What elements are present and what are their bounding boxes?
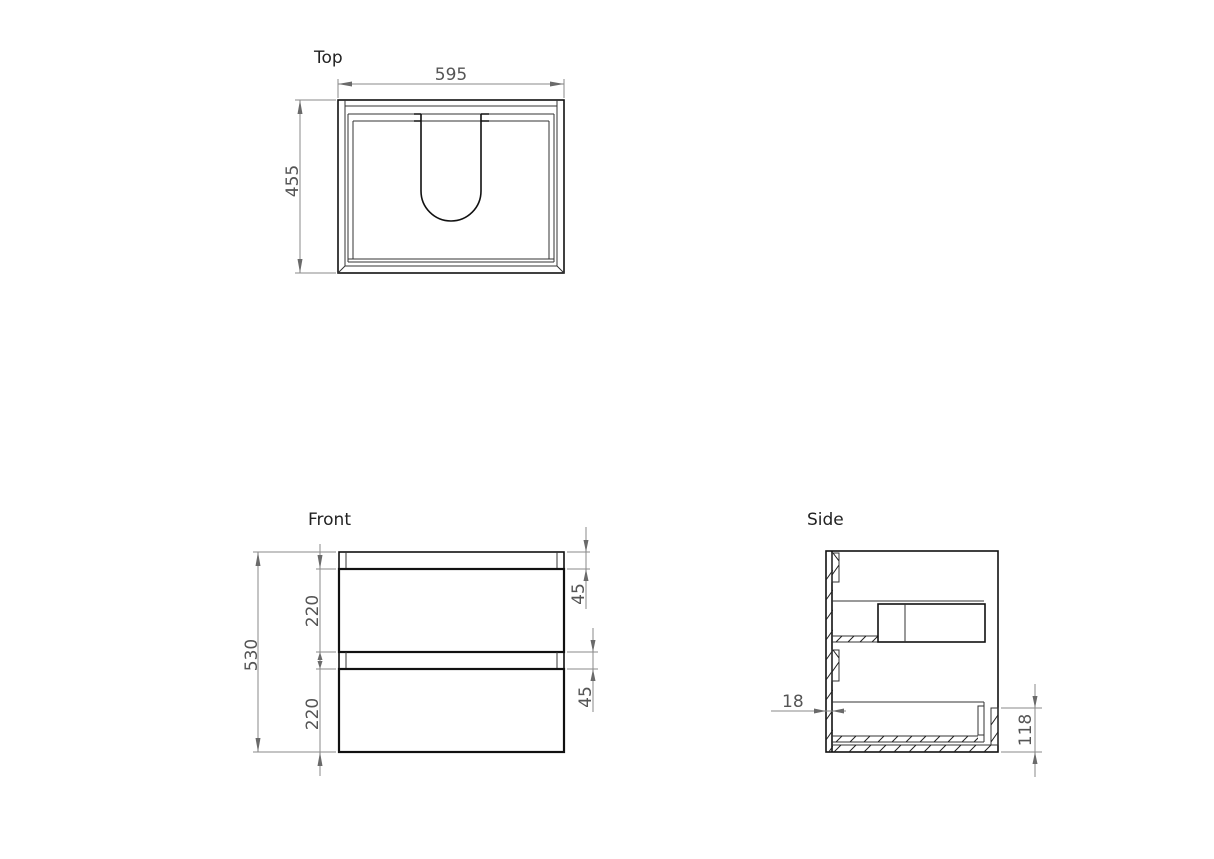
overall-height-value: 530	[242, 639, 262, 671]
plinth-height-dimension: 118	[1001, 684, 1042, 777]
arrow-icon	[1032, 752, 1038, 764]
arrow-icon	[255, 738, 261, 752]
arrow-icon	[1032, 696, 1038, 708]
arrow-icon	[550, 81, 564, 87]
top-view-label: Top	[313, 48, 343, 68]
depth-dimension: 455	[283, 99, 336, 274]
arrow-icon	[297, 100, 303, 114]
arrow-icon	[338, 81, 352, 87]
arrow-icon	[832, 708, 844, 714]
side-cabinet	[825, 550, 999, 753]
upper-rail-height-value: 45	[569, 583, 589, 605]
overall-height-dimension: 530	[242, 551, 336, 753]
upper-drawer-front	[337, 567, 566, 654]
arrow-icon	[583, 540, 589, 552]
front-view-label: Front	[308, 510, 351, 530]
side-view: Side	[771, 510, 1042, 777]
arrow-icon	[590, 669, 596, 681]
panel-thickness-value: 18	[782, 692, 804, 712]
lower-rail-height-value: 45	[576, 686, 596, 708]
top-cabinet-outline	[337, 99, 565, 274]
arrow-icon	[583, 569, 589, 581]
arrow-icon	[317, 652, 323, 660]
plumbing-cutout	[414, 113, 489, 222]
plinth-height-value: 118	[1016, 714, 1036, 746]
width-dimension: 595	[337, 65, 565, 98]
lower-drawer-height-value: 220	[303, 698, 323, 730]
arrow-icon	[590, 640, 596, 652]
arrow-icon	[317, 752, 323, 766]
arrow-icon	[297, 259, 303, 273]
drawer-height-dimensions: 220 220	[303, 544, 336, 776]
width-dimension-value: 595	[435, 65, 467, 85]
arrow-icon	[317, 555, 323, 569]
upper-drawer-section	[877, 603, 986, 643]
arrow-icon	[317, 661, 323, 669]
lower-drawer-front	[337, 667, 566, 754]
upper-drawer-height-value: 220	[303, 595, 323, 627]
arrow-icon	[814, 708, 826, 714]
panel-thickness-dimension: 18	[771, 692, 846, 714]
top-view: Top 595 455	[283, 48, 565, 274]
front-cabinet	[337, 551, 566, 754]
front-view: Front 530	[242, 510, 598, 776]
rail-height-dimensions: 45 45	[567, 527, 598, 712]
side-view-label: Side	[807, 510, 844, 530]
arrow-icon	[255, 552, 261, 566]
depth-dimension-value: 455	[283, 165, 303, 197]
